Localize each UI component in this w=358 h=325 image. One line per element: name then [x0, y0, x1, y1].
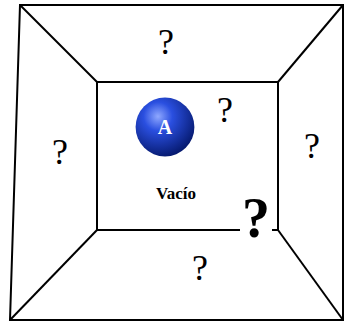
- sphere-letter: A: [158, 116, 172, 139]
- cube-edge: [278, 5, 343, 82]
- sphere-body: [136, 98, 195, 157]
- outer-edges: [10, 5, 343, 320]
- sphere: A: [135, 97, 195, 157]
- question-mark: ?: [302, 128, 322, 164]
- cube-edge: [10, 230, 97, 320]
- question-mark: ?: [215, 92, 235, 128]
- question-mark: ?: [240, 190, 272, 246]
- question-mark: ?: [190, 250, 210, 286]
- question-mark: ?: [156, 24, 176, 60]
- sphere-text: A: [135, 97, 195, 157]
- cube-edge: [20, 5, 97, 82]
- cube-edge: [278, 230, 343, 320]
- caption-label: Vacío: [154, 185, 198, 202]
- question-mark: ?: [50, 134, 70, 170]
